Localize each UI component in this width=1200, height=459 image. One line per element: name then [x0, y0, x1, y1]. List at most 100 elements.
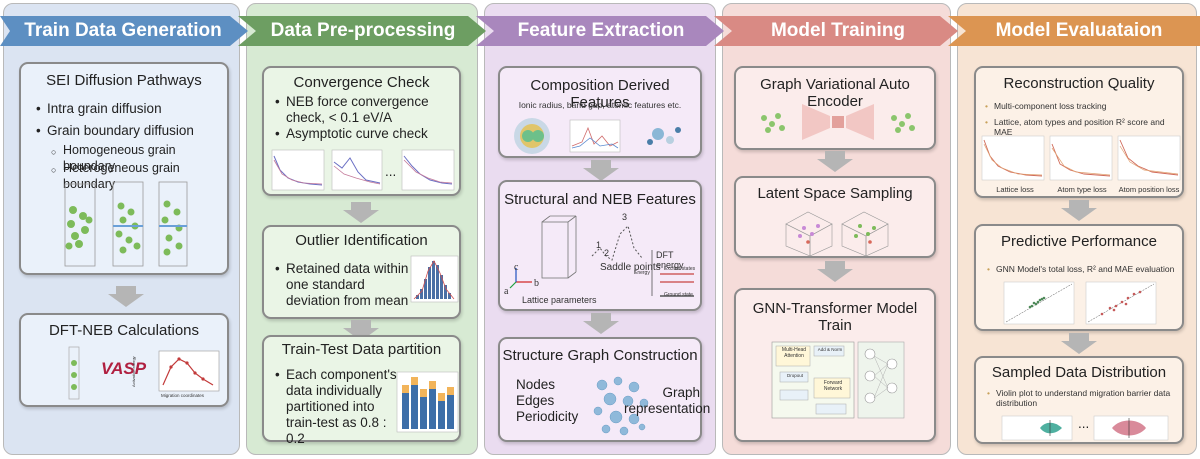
vae-illustration	[761, 104, 915, 140]
convergence-item-1: NEB force convergence check, < 0.1 eV/A	[275, 94, 451, 126]
graph-construction-box: Structure Graph Construction Nodes Edges…	[498, 337, 711, 442]
outlier-histogram	[410, 255, 459, 303]
outlier-title: Outlier Identification	[295, 232, 428, 249]
flow-arrow-col3-a	[583, 160, 619, 181]
axis-b-label: b	[534, 278, 539, 289]
stage-title-1: Train Data Generation	[24, 20, 222, 41]
recon-item-2: Lattice, atom types and position R² scor…	[985, 117, 1182, 137]
flow-arrow-col2-a	[343, 202, 379, 223]
banner-shape-2	[238, 16, 486, 46]
gnn-transformer-illustration	[771, 341, 905, 419]
outlier-text: Retained data within one standard deviat…	[275, 261, 412, 309]
latent-box: Latent Space Sampling	[734, 176, 936, 258]
convergence-title: Convergence Check	[293, 74, 430, 91]
vae-title: Graph Variational Auto Encoder	[760, 76, 910, 110]
graph-item-nodes: Nodes	[516, 377, 556, 392]
flow-arrow-col1	[108, 286, 144, 307]
flow-arrow-col4-a	[817, 151, 853, 172]
stage-title-3: Feature Extraction	[517, 20, 685, 41]
loss-label-lattice: Lattice loss	[996, 185, 1034, 194]
dft-title: DFT-NEB Calculations	[48, 322, 200, 339]
composition-illustrations	[514, 118, 681, 154]
excited-states-label: Excited states	[664, 266, 696, 272]
vasp-logo: VASP	[101, 359, 147, 378]
partition-text: Each component's data individually parti…	[275, 367, 404, 447]
gnn-title: GNN-Transformer Model Train	[752, 300, 918, 334]
recon-title: Reconstruction Quality	[1003, 75, 1155, 92]
neb-point-2: 2	[604, 248, 610, 258]
feed-forward-label: Forward Network	[823, 380, 843, 392]
dft-energy-label: DFT energy	[656, 250, 684, 270]
dft-ylabel: Activation energy	[131, 356, 136, 387]
energy-axis-label: Energy	[634, 270, 650, 276]
stage-title-2: Data Pre-processing	[270, 20, 456, 41]
sampled-title: Sampled Data Distribution	[991, 364, 1167, 381]
convergence-box: Convergence Check NEB force convergence …	[262, 66, 461, 196]
predictive-title: Predictive Performance	[1001, 233, 1157, 250]
mha-label: Multi-Head Attention	[781, 347, 807, 359]
sampled-dots: ...	[1078, 416, 1090, 431]
flow-arrow-col2-b	[343, 320, 379, 341]
convergence-curves	[271, 149, 455, 191]
axis-c-label: c	[514, 262, 519, 273]
convergence-item-2: Asymptotic curve check	[275, 126, 428, 142]
grain-structures-illustration	[64, 181, 188, 267]
banner-shape-4	[714, 16, 958, 46]
dft-neb-box: DFT-NEB Calculations VASP Activation ene…	[19, 313, 229, 407]
saddle-points-label: Saddle points	[600, 262, 661, 273]
dropout-label: Dropout	[786, 373, 803, 378]
gnn-box: GNN-Transformer Model Train Multi-Head A…	[734, 288, 936, 442]
dft-xlabel: Migration coordinates	[161, 393, 205, 398]
graph-spheres-illustration	[593, 376, 649, 436]
flow-arrow-col5-a	[1061, 200, 1097, 221]
vae-box: Graph Variational Auto Encoder	[734, 66, 936, 150]
composition-box: Composition Derived Features Ionic radiu…	[498, 66, 702, 158]
structural-title: Structural and NEB Features	[504, 191, 696, 208]
dft-illustration	[68, 346, 220, 400]
latent-title: Latent Space Sampling	[757, 185, 913, 202]
banner-shape-1	[0, 16, 248, 46]
recon-item-1: Multi-component loss tracking	[985, 101, 1106, 111]
sei-title: SEI Diffusion Pathways	[46, 72, 202, 89]
outlier-box: Outlier Identification Retained data wit…	[262, 225, 461, 319]
banner-shape-5	[948, 16, 1200, 46]
axis-a-label: a	[504, 286, 509, 297]
stage-title-5: Model Evaluataion	[995, 20, 1163, 41]
predictive-box: Predictive Performance GNN Model's total…	[974, 224, 1184, 331]
flow-arrow-col4-b	[817, 261, 853, 282]
add-norm-label: Add & Norm	[817, 347, 843, 352]
partition-title: Train-Test Data partition	[281, 341, 442, 358]
graph-title: Structure Graph Construction	[502, 347, 698, 364]
stage-banners	[0, 16, 1200, 46]
latent-space-illustration	[785, 211, 889, 257]
structural-box: Structural and NEB Features c b a 1 2 3 …	[498, 180, 702, 311]
composition-title: Composition Derived Features	[530, 77, 670, 111]
sampled-item-1: Violin plot to understand migration barr…	[987, 388, 1176, 408]
sei-diffusion-box: SEI Diffusion Pathways Intra grain diffu…	[19, 62, 229, 275]
loss-label-atom-type: Atom type loss	[1057, 185, 1107, 194]
composition-subtitle: Ionic radius, band gap, atomic features …	[518, 100, 682, 110]
neb-point-3: 3	[622, 212, 628, 222]
parity-plots-illustration	[1003, 281, 1157, 325]
neb-point-1: 1	[596, 240, 602, 250]
partition-bar-chart	[396, 371, 459, 433]
banner-shape-3	[476, 16, 724, 46]
structural-illustration	[509, 215, 694, 297]
loss-curves-illustration	[981, 135, 1181, 181]
flow-arrow-col3-b	[583, 313, 619, 334]
flow-arrow-col5-b	[1061, 333, 1097, 354]
violin-plots-illustration	[1001, 415, 1169, 441]
sei-item-1: Intra grain diffusion	[36, 101, 162, 117]
sei-item-2: Grain boundary diffusion	[36, 123, 194, 139]
reconstruction-box: Reconstruction Quality Multi-component l…	[974, 66, 1184, 198]
graph-item-edges: Edges	[516, 393, 555, 408]
convergence-dots: ...	[385, 164, 397, 179]
graph-item-periodicity: Periodicity	[516, 409, 579, 424]
graph-representation-label: Graph representation	[624, 385, 711, 416]
loss-label-atom-position: Atom position loss	[1118, 185, 1180, 194]
stage-title-4: Model Training	[770, 20, 906, 41]
lattice-parameters-label: Lattice parameters	[522, 295, 597, 305]
partition-box: Train-Test Data partition Each component…	[262, 335, 461, 446]
predictive-item-1: GNN Model's total loss, R² and MAE evalu…	[987, 264, 1174, 274]
sampled-box: Sampled Data Distribution Violin plot to…	[974, 356, 1184, 444]
